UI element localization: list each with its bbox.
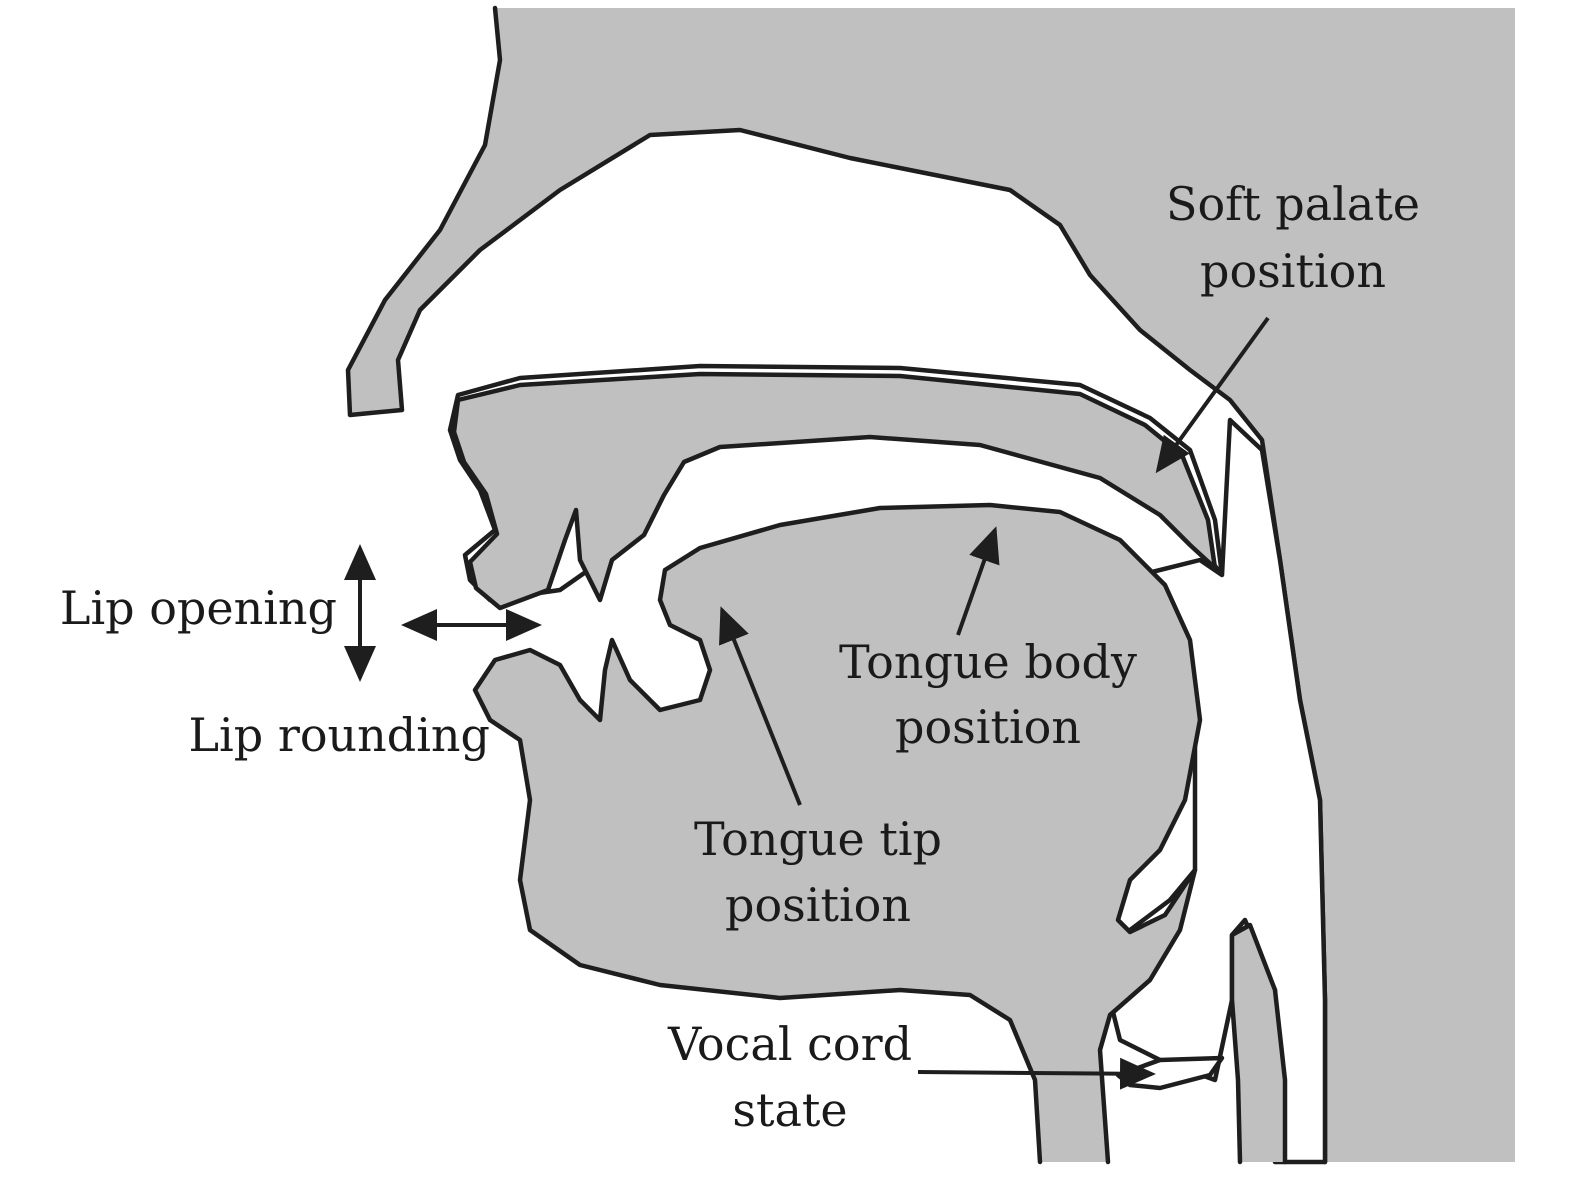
tongue-body-arrow (956, 526, 1000, 636)
soft-palate-label-line2: position (1200, 244, 1386, 298)
lip-rounding-label: Lip rounding (189, 708, 491, 762)
tongue-body-label-line1: Tongue body (839, 635, 1137, 689)
tongue-tip-label-line1: Tongue tip (694, 812, 942, 866)
soft-palate-label-line1: Soft palate (1166, 177, 1420, 231)
vocal-cord-label-line2: state (732, 1083, 847, 1137)
vocal-cord-label-line1: Vocal cord (667, 1017, 912, 1071)
upper-lip-tissue (454, 374, 1215, 608)
tongue-tip-arrow (719, 606, 802, 806)
upper-lip-outline (451, 371, 1218, 611)
head-tissue (348, 8, 1515, 1162)
tongue-jaw-outline (472, 502, 1203, 1165)
larynx-outline (1229, 922, 1288, 1165)
tongue-jaw-tissue (475, 505, 1200, 1162)
soft-palate-arrow (1155, 316, 1270, 474)
vocal-cord-arrow (917, 1057, 1156, 1090)
tongue-tip-label-line2: position (725, 878, 911, 932)
tongue-body-label-line2: position (895, 700, 1081, 754)
lip-opening-label: Lip opening (60, 581, 337, 635)
